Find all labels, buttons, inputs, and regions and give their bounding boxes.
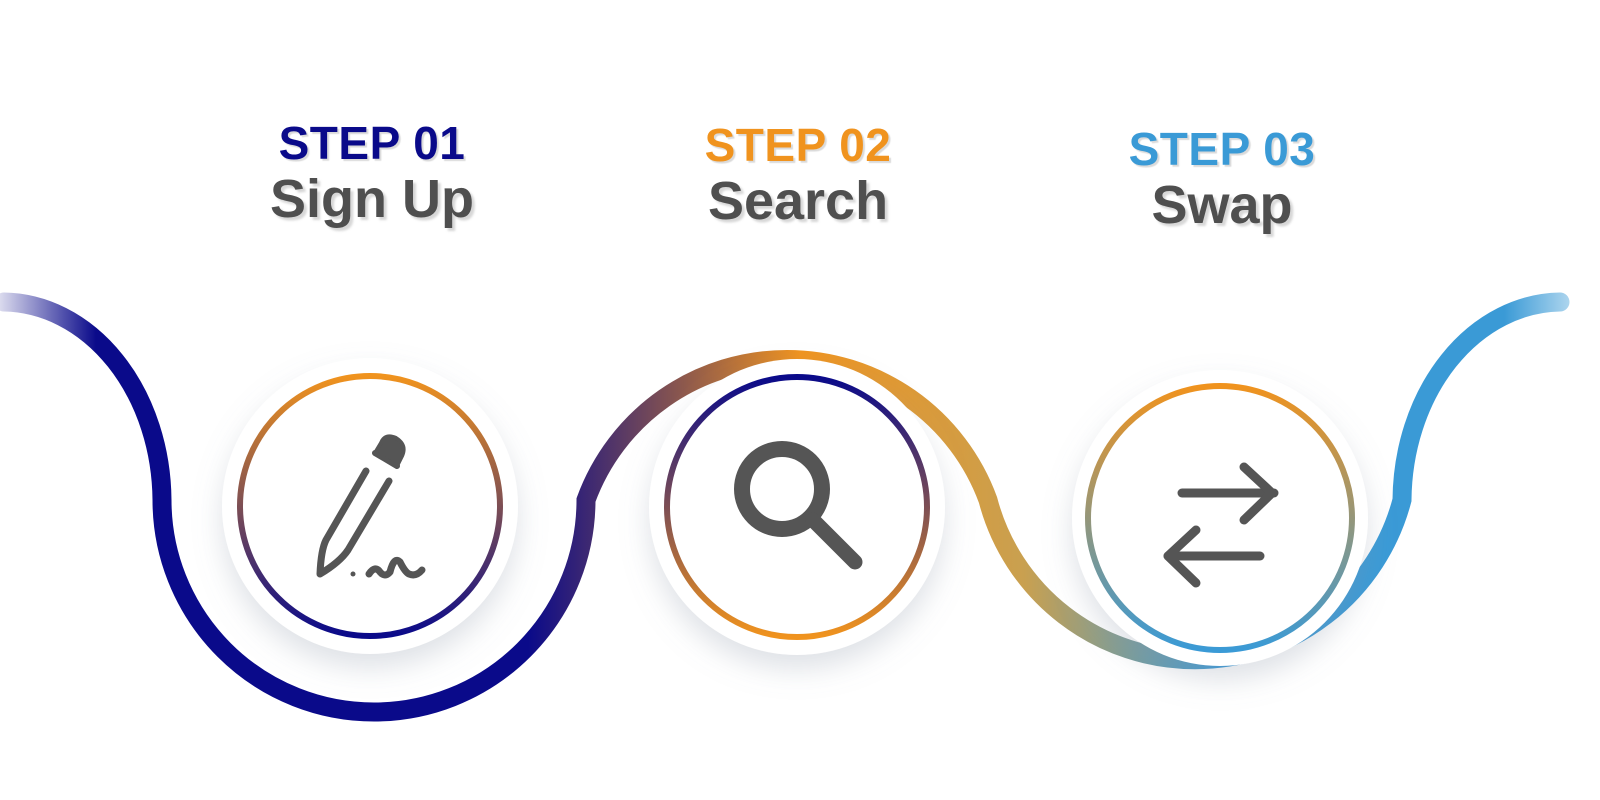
step-1-title: Sign Up xyxy=(270,169,474,229)
step-3-number: STEP 03 xyxy=(1128,123,1316,175)
swap-arrows-icon xyxy=(1163,462,1279,588)
step-2-heading: STEP 02 Search xyxy=(618,122,978,231)
pen-signature-icon xyxy=(316,434,426,579)
step-3-badge xyxy=(1072,370,1368,666)
step-3-heading: STEP 03 Swap xyxy=(1042,126,1402,235)
step-2-number: STEP 02 xyxy=(704,119,892,171)
connector-line xyxy=(0,292,1570,722)
step-1-number: STEP 01 xyxy=(278,117,466,169)
step-2-title: Search xyxy=(707,171,889,231)
magnifier-icon xyxy=(734,441,863,570)
step-2-badge xyxy=(649,359,945,655)
step-1-badge xyxy=(222,358,518,654)
step-1-heading: STEP 01 Sign Up xyxy=(192,120,552,229)
step-3-title: Swap xyxy=(1151,175,1293,235)
